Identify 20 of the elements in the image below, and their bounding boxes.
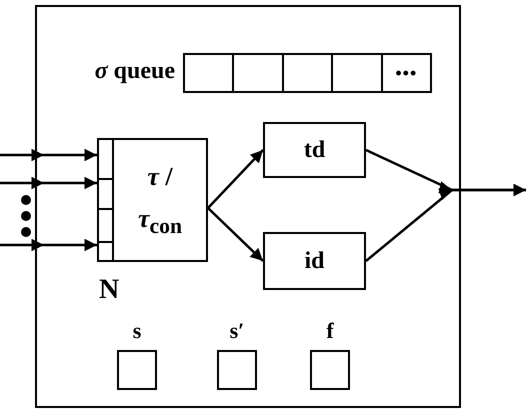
arrow: [0, 239, 97, 252]
arrow: [0, 149, 97, 162]
arrow: [365, 184, 526, 262]
process-label: id: [304, 248, 324, 274]
process-label: τ / τ$_{con}$: [136, 161, 184, 240]
register-label: s′: [228, 318, 246, 345]
queue-bar: [183, 53, 432, 93]
register-label: f: [325, 318, 335, 345]
process-box: [263, 122, 366, 178]
process-label: td: [304, 136, 326, 164]
component-label: N: [99, 274, 120, 306]
arrow: [207, 207, 264, 262]
process-box: [263, 232, 366, 290]
process-box: [97, 138, 208, 262]
component-label: σ queue: [94, 58, 175, 85]
arrow: [207, 149, 264, 209]
ellipsis-text: •••: [395, 62, 418, 84]
register-label: s: [132, 318, 142, 345]
system-frame: [35, 5, 461, 408]
arrow: [0, 177, 97, 190]
